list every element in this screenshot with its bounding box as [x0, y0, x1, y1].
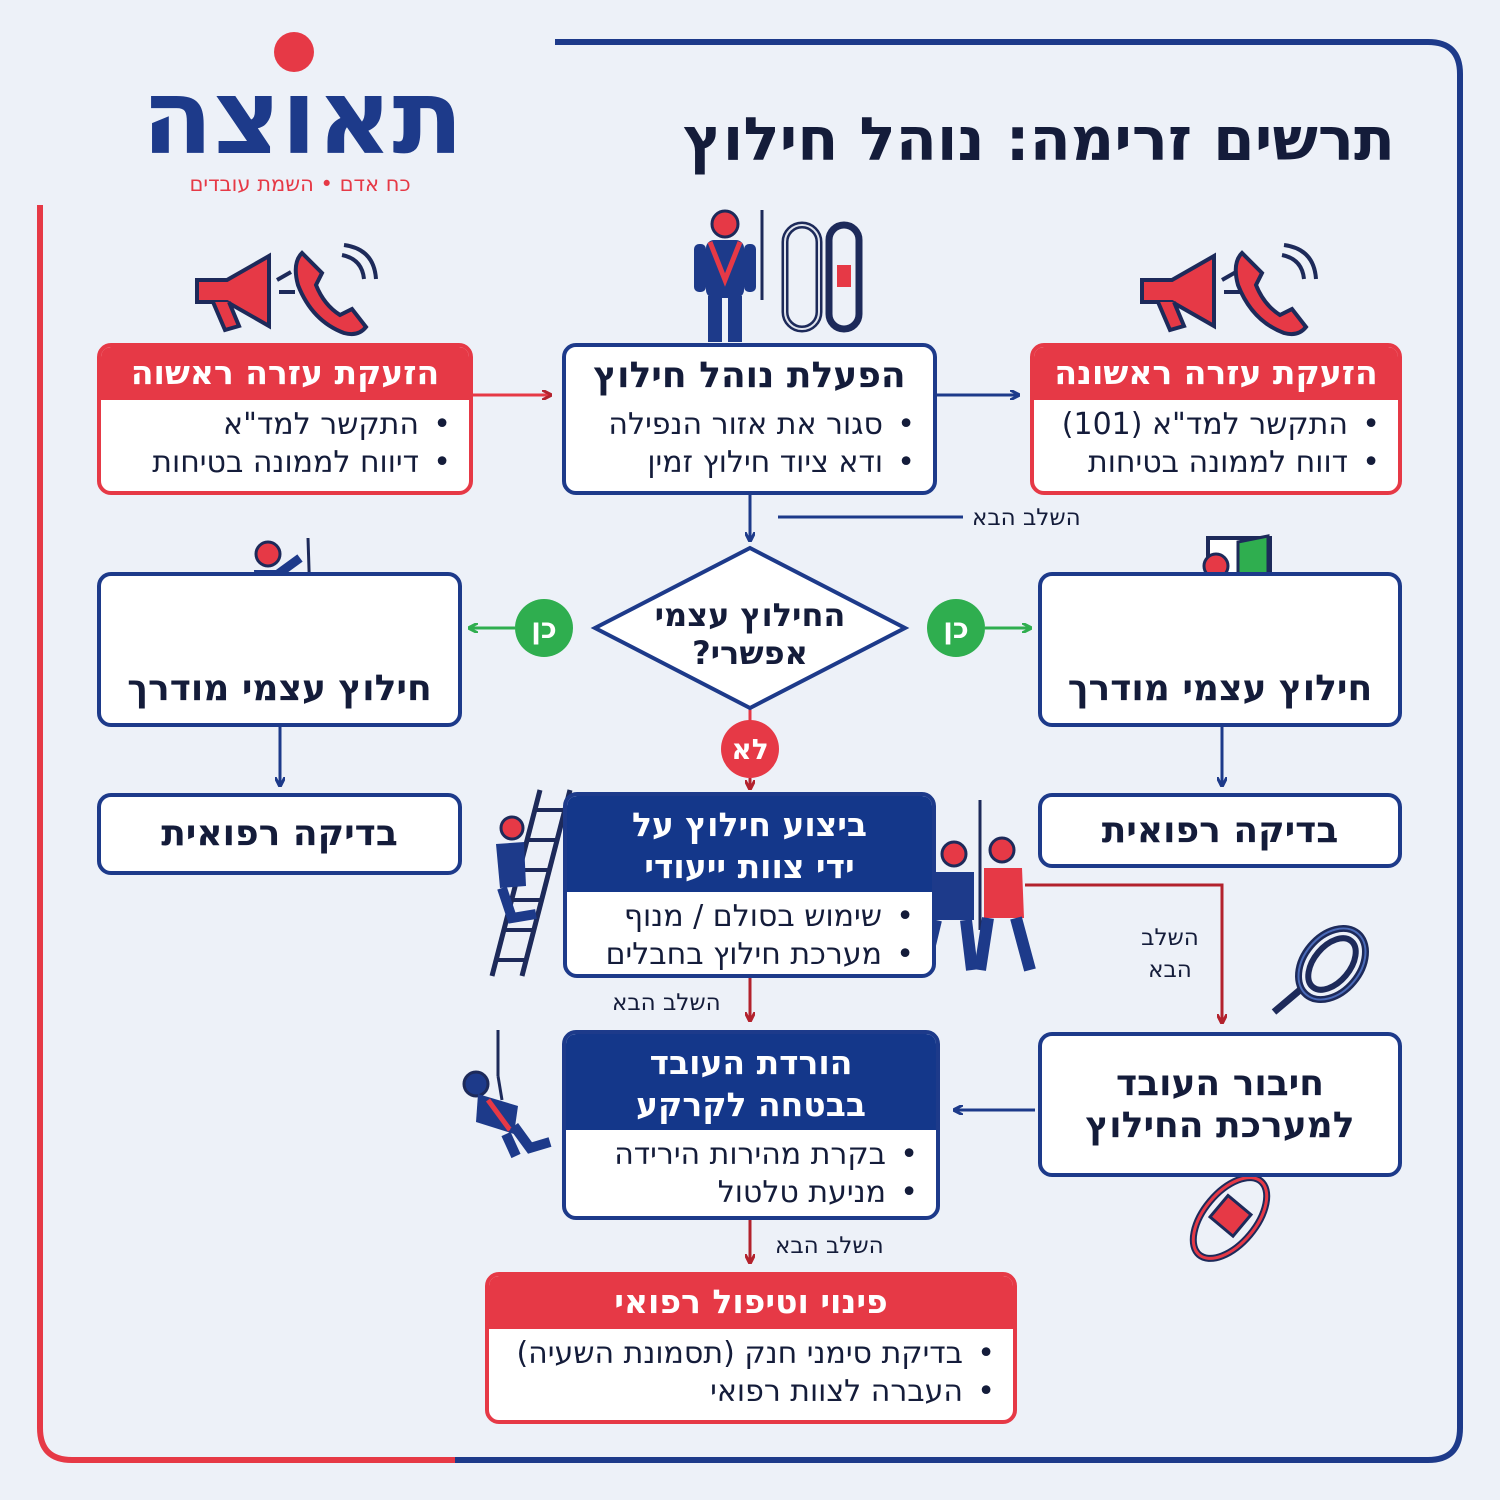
- alert-left-item: דיווח לממונה בטיחות: [111, 444, 451, 482]
- next-step-label: השלב הבא: [612, 990, 721, 1016]
- team-title: ביצוע חילוץ על ידי צוות ייעודי: [567, 796, 932, 892]
- self-rescue-left-box: חילוץ עצמי מודרך: [97, 572, 462, 727]
- alert-right-box: הזעקת עזרה ראשונה התקשר למד"א (101) דווח…: [1030, 343, 1402, 495]
- yes-badge-right: כן: [927, 599, 985, 657]
- alert-left-box: הזעקת עזרה ראשוה התקשר למד"א דיווח לממונ…: [97, 343, 473, 495]
- decision-text: החילוץ עצמי אפשרי?: [654, 596, 846, 672]
- logo-dot: [274, 32, 314, 72]
- rescuers-icon: [918, 800, 1036, 972]
- alert-right-item: דווח לממונה בטיחות: [1044, 444, 1380, 482]
- evac-title: פינוי וטיפול רפואי: [489, 1276, 1013, 1329]
- yes-badge-left: כן: [515, 599, 573, 657]
- phone-icon: [1233, 243, 1318, 337]
- rope-icon: [1189, 1174, 1271, 1262]
- medical-right-label: בדיקה רפואית: [1101, 809, 1339, 851]
- team-item: מערכת חילוץ בחבלים: [577, 936, 914, 974]
- self-rescue-right-box: חילוץ עצמי מודרך: [1038, 572, 1402, 727]
- self-rescue-left-label: חילוץ עצמי מודרך: [127, 668, 432, 709]
- evac-item: העברה לצוות רפואי: [499, 1373, 995, 1411]
- ladder-climber-icon: [489, 789, 573, 977]
- frame-border-red: [37, 205, 455, 1463]
- next-step-label: השלב הבא: [775, 1233, 884, 1259]
- evac-box: פינוי וטיפול רפואי בדיקת סימני חנק (תסמו…: [485, 1272, 1017, 1424]
- arrow-team-to-connect: [1025, 883, 1222, 1022]
- self-rescue-right-label: חילוץ עצמי מודרך: [1067, 668, 1373, 709]
- phone-icon: [293, 243, 378, 337]
- connect-box: חיבור העובד למערכת החילוץ: [1038, 1032, 1402, 1177]
- medical-left-label: בדיקה רפואית: [161, 813, 398, 854]
- alert-right-title: הזעקת עזרה ראשונה: [1034, 347, 1398, 400]
- activate-item: סגור את אזור הנפילה: [576, 406, 915, 444]
- activate-item: ודא ציוד חילוץ זמין: [576, 444, 915, 482]
- activate-title: הפעלת נוהל חילוץ: [593, 355, 906, 396]
- frame-border-blue: [455, 39, 1463, 1463]
- next-step-label: השלב הבא: [972, 505, 1081, 531]
- alert-left-title: הזעקת עזרה ראשוה: [101, 347, 469, 400]
- megaphone-icon: [195, 252, 295, 333]
- decision-diamond: [590, 545, 910, 711]
- page-title: תרשים זרימה: נוהל חילוץ: [683, 105, 1395, 175]
- lower-title: הורדת העובד בבטחה לקרקע: [566, 1034, 936, 1130]
- rope-icon: [1271, 924, 1369, 1015]
- rappel-icon: [462, 1030, 552, 1159]
- carabiner-icon: [781, 221, 863, 333]
- medical-right-box: בדיקה רפואית: [1038, 793, 1402, 868]
- lower-item: בקרת מהירות הירידה: [576, 1136, 918, 1174]
- logo-text: תאוצה: [141, 56, 464, 178]
- activate-box: הפעלת נוהל חילוץ סגור את אזור הנפילה ודא…: [562, 343, 937, 495]
- alert-left-item: התקשר למד"א: [111, 406, 451, 444]
- megaphone-icon: [1140, 252, 1240, 333]
- logo-tagline: כח אדם • השמת עובדים: [189, 172, 411, 196]
- lower-box: הורדת העובד בבטחה לקרקע בקרת מהירות הירי…: [562, 1030, 940, 1220]
- lower-item: מניעת טלטול: [576, 1174, 918, 1212]
- alert-right-item: התקשר למד"א (101): [1044, 406, 1380, 444]
- team-box: ביצוע חילוץ על ידי צוות ייעודי שימוש בסו…: [563, 792, 936, 978]
- worker-harness-icon: [694, 209, 764, 342]
- no-badge: לא: [721, 720, 779, 778]
- connect-label: חיבור העובד למערכת החילוץ: [1085, 1062, 1355, 1146]
- medical-left-box: בדיקה רפואית: [97, 793, 462, 875]
- team-item: שימוש בסולם / מנוף: [577, 898, 914, 936]
- evac-item: בדיקת סימני חנק (תסמונת השעיה): [499, 1335, 995, 1373]
- next-step-label-wrapped: השלב הבא: [1141, 925, 1199, 983]
